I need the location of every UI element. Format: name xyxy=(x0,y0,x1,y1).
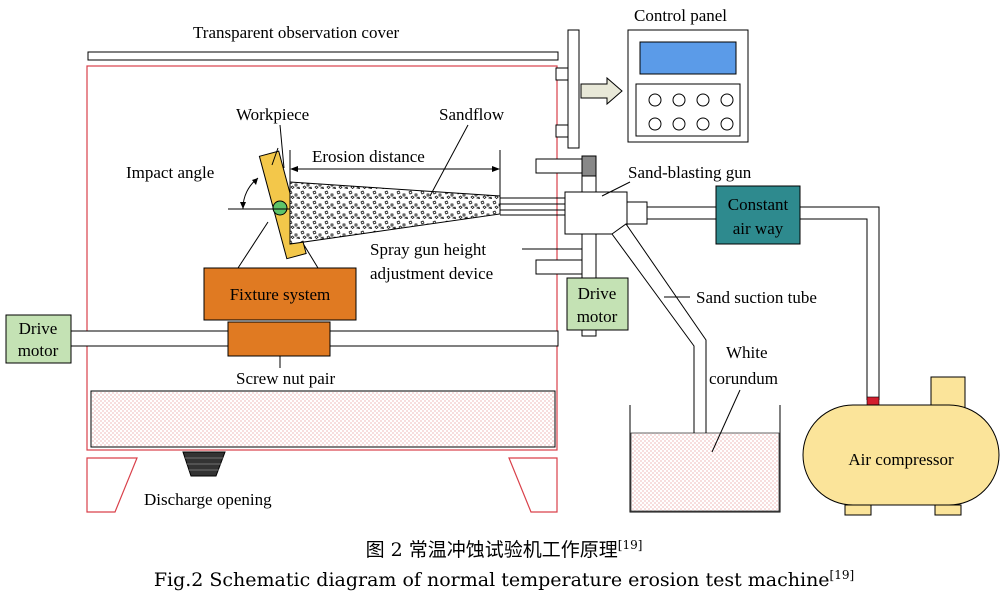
impact-angle-label: Impact angle xyxy=(126,163,214,182)
sand-suction-tube-label: Sand suction tube xyxy=(696,288,817,307)
screw-nut-pair-label: Screw nut pair xyxy=(236,369,335,388)
air-compressor xyxy=(802,404,1000,506)
control-panel-mount xyxy=(567,29,580,149)
sand-blasting-gun xyxy=(564,191,628,235)
air-compressor-label: Air compressor xyxy=(848,450,954,469)
drive-motor-left-label-2: motor xyxy=(18,341,59,360)
white-corundum-label-1: White xyxy=(726,343,768,362)
constant-air-way-label-1: Constant xyxy=(728,195,789,214)
left-leg xyxy=(86,457,138,513)
spray-height-label-1: Spray gun height xyxy=(370,240,486,259)
constant-air-way-label-2: air way xyxy=(733,219,784,238)
transparent-cover xyxy=(87,51,559,61)
erosion-distance-label: Erosion distance xyxy=(312,147,425,166)
control-panel-label: Control panel xyxy=(634,6,727,25)
right-leg xyxy=(508,457,558,513)
drive-motor-left xyxy=(5,314,72,364)
sand-collecting-tray xyxy=(90,390,556,448)
fixture-system-label: Fixture system xyxy=(230,285,331,304)
caption-cn: 图 2 常温冲蚀试验机工作原理[19] xyxy=(366,538,643,561)
sand-blasting-gun-label: Sand-blasting gun xyxy=(628,163,752,182)
discharge-label: Discharge opening xyxy=(144,490,272,509)
cover-label: Transparent observation cover xyxy=(193,23,399,42)
air-line xyxy=(800,206,880,400)
white-corundum-label-2: corundum xyxy=(709,369,778,388)
workpiece-label: Workpiece xyxy=(236,105,309,124)
fixture-system xyxy=(203,267,357,321)
sandflow-cone xyxy=(289,181,501,245)
workpiece-pivot xyxy=(272,200,288,216)
drive-motor-left-label-1: Drive xyxy=(19,319,58,338)
spray-height-label-2: adjustment device xyxy=(370,264,493,283)
enclosure-frame xyxy=(86,65,558,451)
drive-motor-right-label-1: Drive xyxy=(578,284,617,303)
white-corundum-sand xyxy=(630,432,780,512)
constant-air-way xyxy=(715,185,801,245)
caption-en: Fig.2 Schematic diagram of normal temper… xyxy=(154,568,854,591)
corundum-container xyxy=(629,405,781,513)
screw-nut-pair xyxy=(227,321,331,357)
sandflow-label: Sandflow xyxy=(439,105,505,124)
control-panel-screen xyxy=(639,41,737,75)
drive-motor-right xyxy=(566,277,629,331)
signal-arrow xyxy=(580,76,623,106)
drive-motor-right-label-2: motor xyxy=(577,307,618,326)
control-panel-buttons xyxy=(648,93,734,131)
